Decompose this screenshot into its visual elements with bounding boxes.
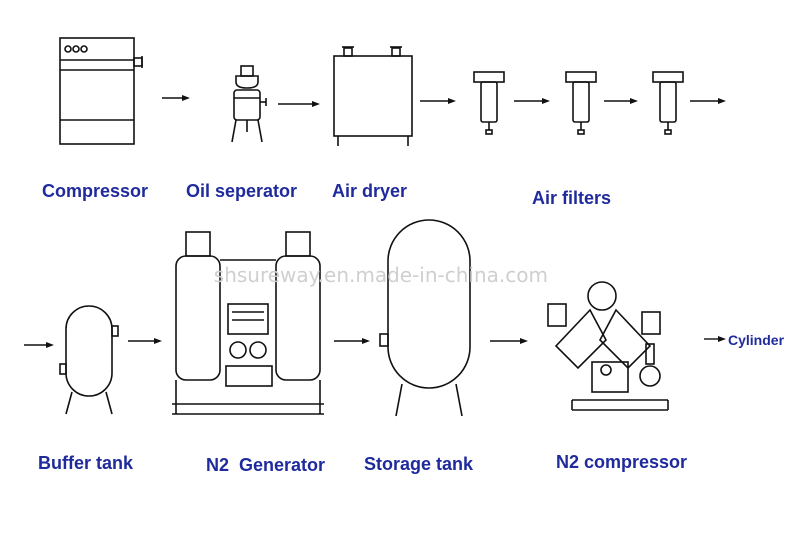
arrow-into-buffer-tank — [24, 342, 54, 348]
arrow-generator-to-storage — [334, 338, 370, 344]
watermark-text: shsureway.en.made-in-china.com — [214, 263, 548, 287]
arrow-separator-to-dryer — [278, 101, 320, 107]
arrow-dryer-to-filter-1 — [420, 98, 456, 104]
oil-separator-drawing — [231, 65, 267, 143]
label-air-dryer: Air dryer — [332, 181, 407, 201]
label-storage-tank: Storage tank — [364, 454, 474, 474]
label-air-filters: Air filters — [532, 188, 611, 208]
label-buffer-tank: Buffer tank — [38, 453, 134, 473]
label-cylinder: Cylinder — [728, 332, 785, 348]
label-n2-compressor: N2 compressor — [556, 452, 687, 472]
arrow-to-cylinder — [704, 336, 726, 342]
buffer-tank-drawing — [59, 305, 119, 415]
arrow-filter-3-out — [690, 98, 726, 104]
air-dryer-drawing — [333, 46, 413, 146]
storage-tank-drawing — [379, 219, 471, 417]
compressor-drawing — [59, 37, 143, 145]
air-filter-2-drawing — [565, 71, 597, 135]
n2-compressor-drawing — [547, 281, 669, 411]
arrow-filter-2-to-filter-3 — [604, 98, 638, 104]
flow-arrows — [24, 95, 726, 348]
arrow-compressor-to-separator — [162, 95, 190, 101]
label-oil-separator: Oil seperator — [186, 181, 297, 201]
n2-generator-drawing — [172, 231, 324, 415]
arrow-storage-to-n2-compressor — [490, 338, 528, 344]
arrow-filter-1-to-filter-2 — [514, 98, 550, 104]
air-filter-3-drawing — [652, 71, 684, 135]
label-compressor: Compressor — [42, 181, 148, 201]
arrow-buffer-to-generator — [128, 338, 162, 344]
label-n2-generator: N2 Generator — [206, 455, 325, 475]
air-filter-1-drawing — [473, 71, 505, 135]
